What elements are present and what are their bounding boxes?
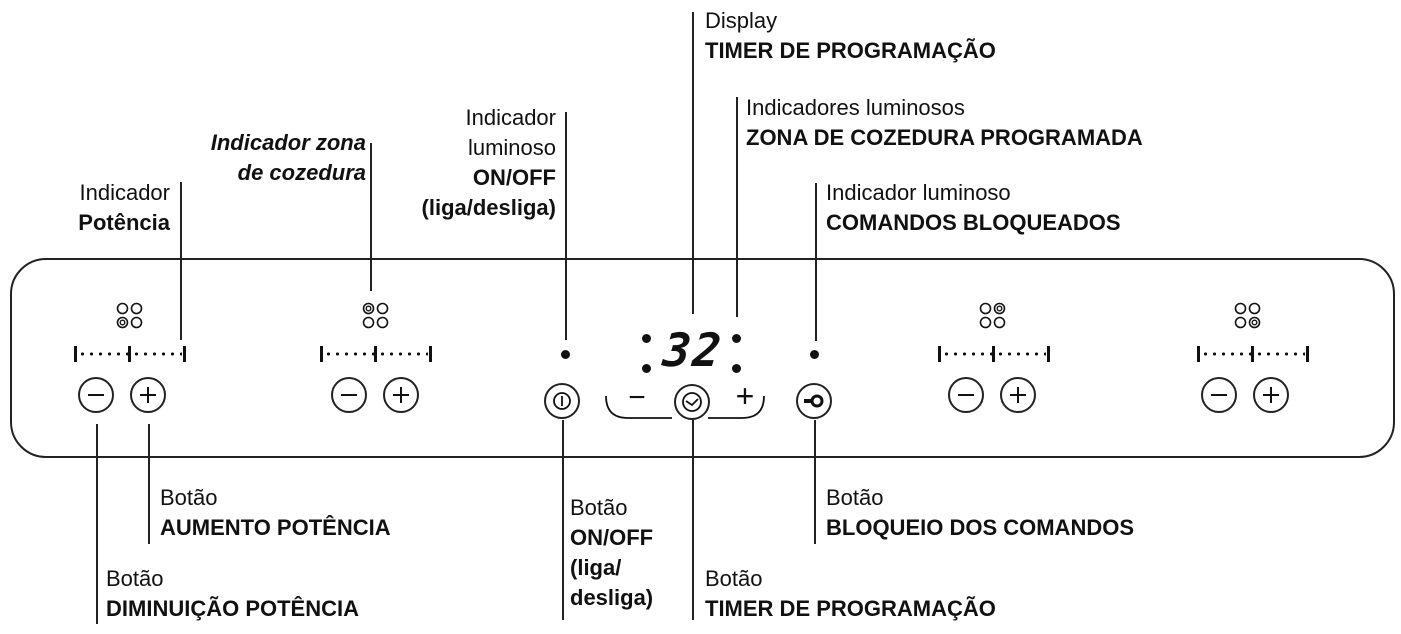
plus-icon bbox=[393, 387, 409, 403]
display-label: Display TIMER DE PROGRAMAÇÃO bbox=[705, 6, 996, 66]
key-icon bbox=[804, 394, 824, 408]
onoff-indicator-label-line4: (liga/desliga) bbox=[421, 195, 556, 220]
zone-3-burner-icon bbox=[978, 301, 1008, 331]
timer-display-dot-right-bottom bbox=[732, 364, 741, 373]
lock-button-label-line2: BLOQUEIO DOS COMANDOS bbox=[826, 515, 1135, 540]
zone-indicators-label: Indicadores luminosos ZONA DE COZEDURA P… bbox=[746, 93, 1143, 153]
zone-1-power-bar bbox=[74, 346, 186, 362]
onoff-indicator-light bbox=[561, 350, 570, 359]
zone-1-plus-button[interactable] bbox=[130, 377, 166, 413]
lock-indicator-label-line1: Indicador luminoso bbox=[826, 180, 1011, 205]
decrease-button-label-line1: Botão bbox=[106, 566, 164, 591]
lock-button[interactable] bbox=[796, 383, 832, 419]
timer-display-dot-right-top bbox=[732, 334, 741, 343]
leader-zone-indicator bbox=[370, 143, 372, 291]
timer-button[interactable] bbox=[674, 384, 710, 420]
zone-indicators-label-line1: Indicadores luminosos bbox=[746, 95, 965, 120]
timer-button-label: Botão TIMER DE PROGRAMAÇÃO bbox=[705, 564, 996, 624]
plus-icon bbox=[1263, 387, 1279, 403]
zone-2-power-bar bbox=[320, 346, 432, 362]
onoff-button-label-line2: ON/OFF bbox=[570, 525, 654, 550]
display-label-line1: Display bbox=[705, 8, 778, 33]
onoff-button-label-line1: Botão bbox=[570, 495, 628, 520]
display-label-line2: TIMER DE PROGRAMAÇÃO bbox=[705, 38, 996, 63]
leader-lock-indicator bbox=[815, 183, 817, 341]
onoff-indicator-label-line3: ON/OFF bbox=[472, 165, 556, 190]
leader-power-indicator bbox=[180, 182, 182, 340]
lock-button-label-line1: Botão bbox=[826, 485, 884, 510]
onoff-button-label: Botão ON/OFF (liga/ desliga) bbox=[570, 493, 653, 613]
leader-lock-button bbox=[814, 420, 816, 544]
zone-2-burner-icon bbox=[361, 301, 391, 331]
zone-3-plus-button[interactable] bbox=[1000, 377, 1036, 413]
timer-button-label-line1: Botão bbox=[705, 566, 763, 591]
onoff-button[interactable] bbox=[544, 383, 580, 419]
power-indicator-label: Indicador Potência bbox=[30, 178, 170, 238]
clock-icon bbox=[682, 392, 702, 412]
minus-icon bbox=[958, 394, 974, 396]
minus-icon: − bbox=[628, 381, 646, 414]
zone-1-burner-icon bbox=[115, 301, 145, 331]
control-panel bbox=[10, 258, 1395, 458]
decrease-button-label: Botão DIMINUIÇÃO POTÊNCIA bbox=[106, 564, 359, 624]
minus-icon bbox=[1211, 394, 1227, 396]
zone-indicator-label-line2: de cozedura bbox=[237, 160, 366, 185]
leader-timer-button bbox=[692, 420, 694, 620]
zone-4-minus-button[interactable] bbox=[1201, 377, 1237, 413]
zone-2-minus-button[interactable] bbox=[331, 377, 367, 413]
plus-icon: + bbox=[735, 378, 755, 414]
leader-decrease-button bbox=[96, 424, 98, 624]
onoff-indicator-label-line1: Indicador bbox=[465, 105, 556, 130]
timer-display-value: 32 bbox=[660, 323, 726, 377]
zone-indicator-label-line1: Indicador zona bbox=[210, 130, 366, 155]
onoff-button-label-line3: (liga/ bbox=[570, 555, 622, 580]
onoff-indicator-label-line2: luminoso bbox=[467, 135, 556, 160]
onoff-button-label-line4: desliga) bbox=[570, 585, 654, 610]
lock-button-label: Botão BLOQUEIO DOS COMANDOS bbox=[826, 483, 1134, 543]
leader-onoff-indicator bbox=[565, 112, 567, 340]
timer-button-label-line2: TIMER DE PROGRAMAÇÃO bbox=[705, 596, 996, 621]
timer-minus-button[interactable]: − bbox=[612, 380, 662, 416]
leader-increase-button bbox=[148, 424, 150, 544]
plus-icon bbox=[140, 387, 156, 403]
zone-4-burner-icon bbox=[1233, 301, 1263, 331]
lock-indicator-label: Indicador luminoso COMANDOS BLOQUEADOS bbox=[826, 178, 1121, 238]
zone-4-plus-button[interactable] bbox=[1253, 377, 1289, 413]
minus-icon bbox=[88, 394, 104, 396]
zone-4-power-bar bbox=[1197, 346, 1309, 362]
leader-onoff-button bbox=[562, 420, 564, 620]
increase-button-label-line1: Botão bbox=[160, 485, 218, 510]
zone-3-power-bar bbox=[938, 346, 1050, 362]
zone-2-plus-button[interactable] bbox=[383, 377, 419, 413]
timer-plus-button[interactable]: + bbox=[722, 378, 768, 414]
timer-display-dot-left-bottom bbox=[642, 364, 651, 373]
zone-3-minus-button[interactable] bbox=[948, 377, 984, 413]
decrease-button-label-line2: DIMINUIÇÃO POTÊNCIA bbox=[106, 596, 359, 621]
power-icon bbox=[553, 392, 571, 410]
zone-indicators-label-line2: ZONA DE COZEDURA PROGRAMADA bbox=[746, 125, 1143, 150]
power-indicator-label-line2: Potência bbox=[78, 210, 170, 235]
increase-button-label: Botão AUMENTO POTÊNCIA bbox=[160, 483, 391, 543]
leader-display bbox=[692, 12, 694, 314]
leader-zone-indicators bbox=[736, 97, 738, 317]
timer-bracket bbox=[605, 395, 765, 419]
timer-display-dot-left-top bbox=[642, 334, 651, 343]
plus-icon bbox=[1010, 387, 1026, 403]
minus-icon bbox=[341, 394, 357, 396]
timer-display: 32 bbox=[655, 323, 730, 377]
onoff-indicator-label: Indicador luminoso ON/OFF (liga/desliga) bbox=[360, 103, 556, 223]
power-indicator-label-line1: Indicador bbox=[79, 180, 170, 205]
zone-indicator-label: Indicador zona de cozedura bbox=[140, 128, 366, 188]
lock-indicator-label-line2: COMANDOS BLOQUEADOS bbox=[826, 210, 1121, 235]
zone-1-minus-button[interactable] bbox=[78, 377, 114, 413]
lock-indicator-light bbox=[810, 350, 819, 359]
increase-button-label-line2: AUMENTO POTÊNCIA bbox=[160, 515, 391, 540]
